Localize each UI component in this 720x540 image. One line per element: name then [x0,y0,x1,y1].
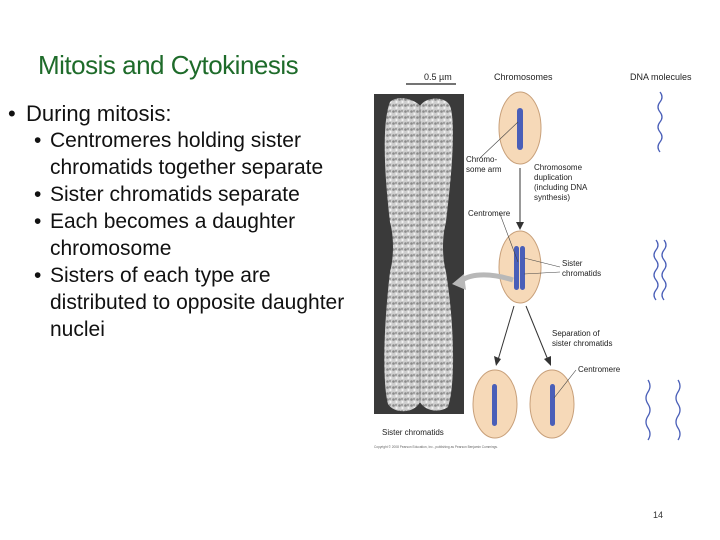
sub-bullet: Sister chromatids separate [8,181,368,208]
scale-label: 0.5 µm [424,72,452,82]
label-centromere-top: Centromere [468,209,511,218]
page-number: 14 [653,510,664,520]
daughter-chromosome-right [550,384,555,426]
arrow-down-right-icon [544,356,551,366]
copyright-text: Copyright © 2008 Pearson Education, Inc.… [374,445,498,449]
label-centromere-bottom: Centromere [578,365,621,374]
header-chromosomes: Chromosomes [494,72,553,82]
chromosome-single [517,108,523,150]
dna-helix-icon [657,91,663,153]
bullet-list: During mitosis: Centromeres holding sist… [8,100,368,343]
dna-helix-icon [645,379,651,441]
chromosome-figure: 0.5 µm Chromosomes DNA molecules Chromo-… [368,62,708,462]
slide-title: Mitosis and Cytokinesis [38,50,299,80]
label-micrograph: Sister chromatids [382,428,444,437]
sub-bullet: Centromeres holding sister chromatids to… [8,127,368,181]
bullet-main: During mitosis: [8,100,368,127]
header-dna-molecules: DNA molecules [630,72,692,82]
sub-bullet: Each becomes a daughter chromosome [8,208,368,262]
sub-bullet: Sisters of each type are distributed to … [8,262,368,343]
arrow-down-left-icon [494,356,501,366]
dna-helix-icon [653,239,659,301]
daughter-chromosome-left [492,384,497,426]
dna-helix-icon [675,379,681,441]
sister-chromatid-right [520,246,525,290]
dna-helix-icon [661,239,667,301]
chromosome-diagram: 0.5 µm Chromosomes DNA molecules Chromo-… [374,72,692,449]
arrow-down-icon [516,222,524,230]
curved-arrow-head-icon [452,274,466,290]
sister-chromatid-left [514,246,519,290]
label-chromosome-arm: Chromo-some arm [466,155,502,174]
chromosome-micrograph [384,98,454,412]
